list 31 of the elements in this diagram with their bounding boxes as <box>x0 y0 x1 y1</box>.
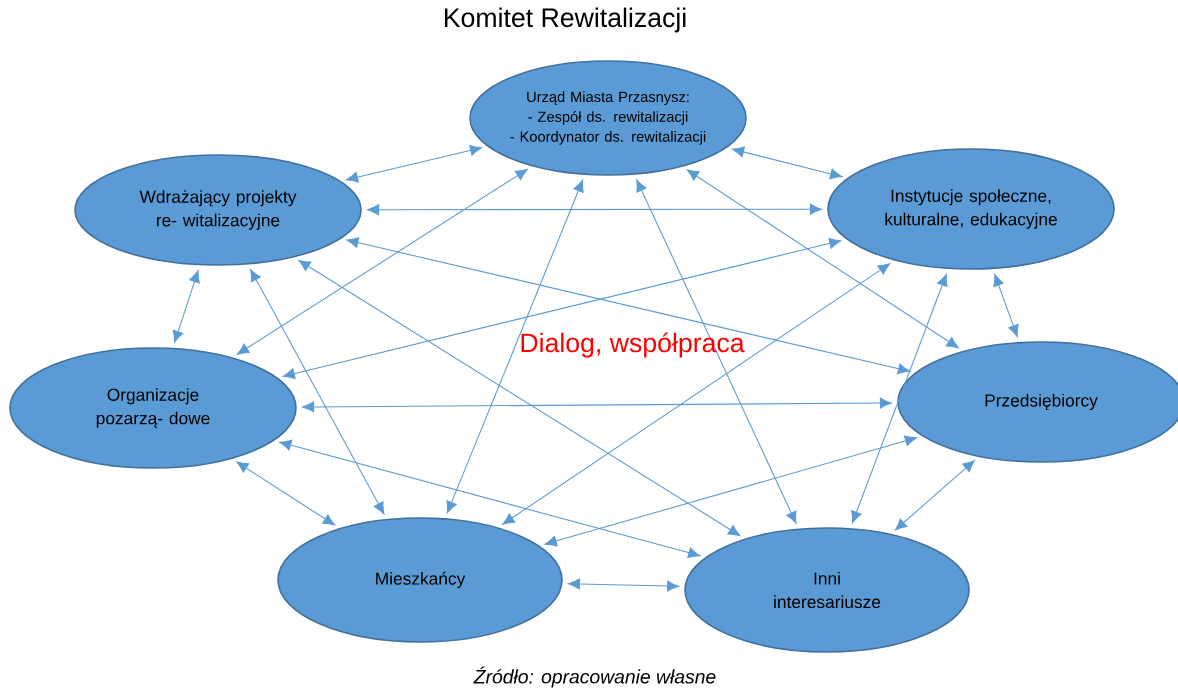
ellipse-node: Wdrażający projekty re- witalizacyjne <box>74 154 362 266</box>
caption: Źródło: opracowanie własne <box>473 666 716 688</box>
arrow <box>686 169 959 349</box>
ellipse-node: Mieszkańcy <box>277 517 563 643</box>
arrow <box>851 273 948 524</box>
arrow <box>250 269 385 515</box>
arrow <box>236 169 528 355</box>
arrow <box>346 144 483 183</box>
arrow <box>636 179 797 524</box>
ellipse-node: Instytucje społeczne, kulturalne, edukacyjne <box>827 148 1115 270</box>
arrow <box>298 259 741 537</box>
arrow <box>302 397 892 413</box>
arrow <box>544 435 917 547</box>
ellipse-node: Inni interesariusze <box>684 527 970 653</box>
arrow <box>367 203 822 216</box>
ellipse-node: Przedsiębiorcy <box>897 341 1178 463</box>
ellipse-node: Organizacje pozarzą- dowe <box>9 347 297 469</box>
arrow <box>567 578 680 592</box>
arrow <box>346 237 910 375</box>
arrow <box>993 274 1019 337</box>
arrow <box>172 270 200 343</box>
arrow <box>236 461 336 526</box>
arrow <box>502 263 891 525</box>
center-label: Dialog, współpraca <box>521 332 745 358</box>
arrow <box>732 146 843 180</box>
arrow <box>446 179 584 514</box>
arrow <box>282 237 842 380</box>
title: Komitet Rewitalizacji <box>444 7 686 33</box>
arrow <box>894 460 975 531</box>
arrow <box>279 439 701 559</box>
ellipse-node: Urząd Miasta Przasnysz: - Zespół ds. rewitalizacji - Koordynator ds. rewitalizacji <box>469 60 747 176</box>
